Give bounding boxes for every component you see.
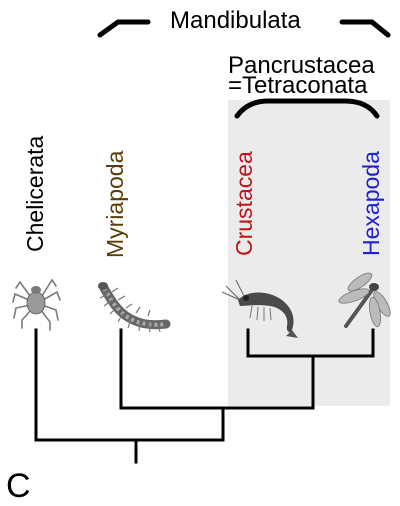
taxon-label-chelicerata: Chelicerata [24, 136, 47, 252]
tetraconata-label: =Tetraconata [228, 74, 367, 98]
taxon-label-hexapoda: Hexapoda [360, 151, 383, 256]
spider-mite-icon [13, 280, 60, 330]
mandibulata-bracket-left [100, 22, 148, 35]
centipede-icon [98, 282, 166, 332]
taxon-label-myriapoda: Myriapoda [104, 151, 127, 258]
taxon-label-crustacea: Crustacea [233, 151, 256, 256]
mandibulata-bracket-right [342, 22, 388, 35]
mandibulata-label: Mandibulata [170, 9, 301, 33]
panel-letter: C [6, 469, 31, 503]
